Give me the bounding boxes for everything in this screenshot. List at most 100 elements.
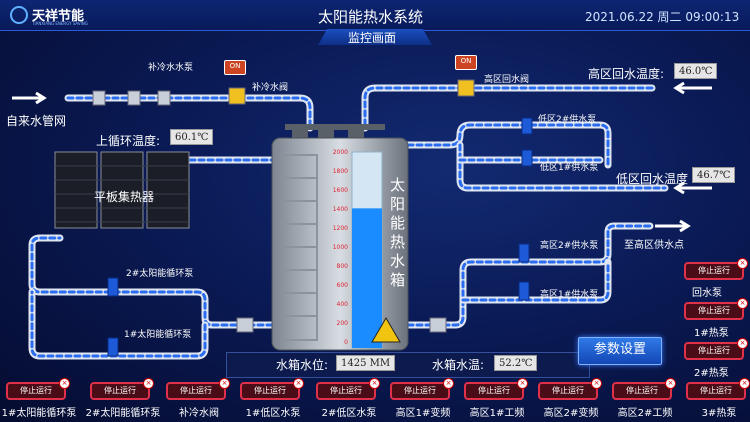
- stop-button-label: 停止运行: [254, 386, 286, 395]
- control-item-label: 2#低区水泵: [321, 408, 377, 419]
- solar-pump-1-label: 1#太阳能循环泵: [124, 330, 192, 340]
- cold-pump-label: 补冷水水泵: [148, 63, 194, 73]
- tank-scale-tick: 1400: [332, 206, 348, 213]
- high-return-valve-label: 高区回水阀: [484, 75, 530, 85]
- to-high-supply-label: 至高区供水点: [624, 240, 684, 251]
- pump-motors: [107, 117, 533, 357]
- tank-scale-tick: 1800: [332, 168, 348, 175]
- heat-pump-1-stop-button[interactable]: 停止运行 ×: [684, 298, 748, 320]
- close-icon: ×: [293, 378, 304, 389]
- company-name-en: TIANXIANG ENERGY SAVING: [32, 21, 88, 26]
- stop-button[interactable]: 停止运行 ×: [464, 378, 528, 400]
- stop-button-label: 停止运行: [700, 386, 732, 395]
- datetime: 2021.06.22 周二 09:00:13: [585, 10, 740, 24]
- heat-pump-2-stop-button[interactable]: 停止运行 ×: [684, 338, 748, 360]
- subtitle-tab: [318, 29, 432, 45]
- tank-scale-tick: 400: [336, 301, 348, 308]
- return-pump-label: 回水泵: [692, 288, 722, 299]
- control-item-label: 补冷水阀: [179, 408, 219, 419]
- stop-button-label: 停止运行: [404, 386, 436, 395]
- water-supply-label: 自来水管网: [6, 114, 67, 128]
- tank-scale-tick: 1000: [332, 244, 348, 251]
- close-icon: ×: [59, 378, 70, 389]
- low-pump-1-label: 低区1#供水泵: [540, 163, 599, 173]
- tank-level-value: 1425 MM: [336, 355, 396, 371]
- control-item: 停止运行 × 高区1#变频: [390, 378, 456, 422]
- solar-collector-panels: [54, 151, 190, 229]
- control-item-label: 2#太阳能循环泵: [85, 408, 161, 419]
- inlet-arrow: [12, 91, 47, 105]
- stop-button-label: 停止运行: [698, 346, 730, 355]
- control-item-label: 高区1#工频: [469, 408, 525, 419]
- company-logo-icon: [10, 6, 28, 24]
- close-icon: ×: [517, 378, 528, 389]
- tank-scale-tick: 0: [344, 339, 348, 346]
- high-return-temp-label: 高区回水温度:: [588, 67, 665, 81]
- stop-button-label: 停止运行: [478, 386, 510, 395]
- stop-button-label: 停止运行: [626, 386, 658, 395]
- company-name: 天祥节能: [32, 9, 85, 24]
- stop-button[interactable]: 停止运行×: [316, 378, 380, 400]
- tank-scale-tick: 2000: [332, 149, 348, 156]
- close-icon: ×: [443, 378, 454, 389]
- collector-label: 平板集热器: [94, 190, 155, 204]
- stop-button-label: 停止运行: [698, 306, 730, 315]
- tank-scale-tick: 200: [336, 320, 348, 327]
- stop-button[interactable]: 停止运行 ×: [240, 378, 304, 400]
- upper-loop-temp-value: 60.1℃: [170, 129, 214, 145]
- control-item: 停止运行× 高区2#变频: [538, 378, 604, 422]
- tank-drawing: [271, 124, 409, 351]
- stop-button[interactable]: 停止运行×: [612, 378, 676, 400]
- control-button-row: 停止运行×1#太阳能循环泵停止运行×2#太阳能循环泵停止运行×补冷水阀停止运行×…: [0, 378, 750, 422]
- close-icon: ×: [737, 338, 748, 349]
- high-return-valve-onoff-toggle[interactable]: ON: [455, 55, 477, 70]
- control-item: 停止运行 × 1#低区水泵: [240, 378, 306, 422]
- tank-scale-tick: 600: [336, 282, 348, 289]
- tank-scale-tick: 1200: [332, 225, 348, 232]
- control-item-label: 高区2#变频: [543, 408, 599, 419]
- low-return-temp-value: 46.7℃: [692, 167, 736, 183]
- cold-valve-label: 补冷水阀: [252, 83, 289, 93]
- stop-button[interactable]: 停止运行×: [90, 378, 154, 400]
- control-item-label: 1#太阳能循环泵: [1, 408, 77, 419]
- close-icon: ×: [737, 298, 748, 309]
- stop-button[interactable]: 停止运行 ×: [686, 378, 750, 400]
- control-item-label: 3#热泵: [701, 408, 737, 419]
- control-item-label: 高区2#工频: [617, 408, 673, 419]
- stop-button[interactable]: 停止运行×: [538, 378, 602, 400]
- return-pump-stop-button[interactable]: 停止运行×: [684, 258, 748, 280]
- page-title: 太阳能热水系统: [318, 8, 424, 26]
- close-icon: ×: [143, 378, 154, 389]
- control-item: 停止运行 × 3#热泵: [686, 378, 750, 422]
- cold-valve-onoff-toggle[interactable]: ON: [224, 60, 246, 75]
- tank-scale-tick: 1600: [332, 187, 348, 194]
- stop-button[interactable]: 停止运行×: [166, 378, 230, 400]
- stop-button[interactable]: 停止运行×: [6, 378, 70, 400]
- control-item-label: 高区1#变频: [395, 408, 451, 419]
- parameter-settings-button[interactable]: 参数设置: [578, 337, 662, 365]
- pump-valve-symbols: [92, 79, 475, 333]
- high-pump-1-label: 高区1#供水泵: [540, 290, 599, 300]
- control-item: 停止运行× 2#低区水泵: [316, 378, 382, 422]
- tank-temp-value: 52.2℃: [494, 355, 538, 371]
- low-pump-2-label: 低区2#供水泵: [538, 115, 597, 125]
- stop-button-label: 停止运行: [180, 386, 212, 395]
- control-item-label: 1#低区水泵: [245, 408, 301, 419]
- high-return-temp-value: 46.0℃: [674, 63, 718, 79]
- control-item: 停止运行× 补冷水阀: [166, 378, 232, 422]
- page-subtitle: 监控画面: [348, 31, 397, 45]
- tank-scale-tick: 800: [336, 263, 348, 270]
- control-item: 停止运行 × 高区1#工频: [464, 378, 530, 422]
- control-item: 停止运行× 高区2#工频: [612, 378, 678, 422]
- high-supply-arrow: [655, 219, 691, 233]
- high-pump-2-label: 高区2#供水泵: [540, 241, 599, 251]
- low-return-temp-label: 低区回水温度: [616, 172, 689, 186]
- close-icon: ×: [739, 378, 750, 389]
- stop-button[interactable]: 停止运行 ×: [390, 378, 454, 400]
- stop-button-label: 停止运行: [698, 266, 730, 275]
- high-return-arrow: [673, 81, 712, 95]
- upper-loop-temp-label: 上循环温度:: [96, 134, 161, 148]
